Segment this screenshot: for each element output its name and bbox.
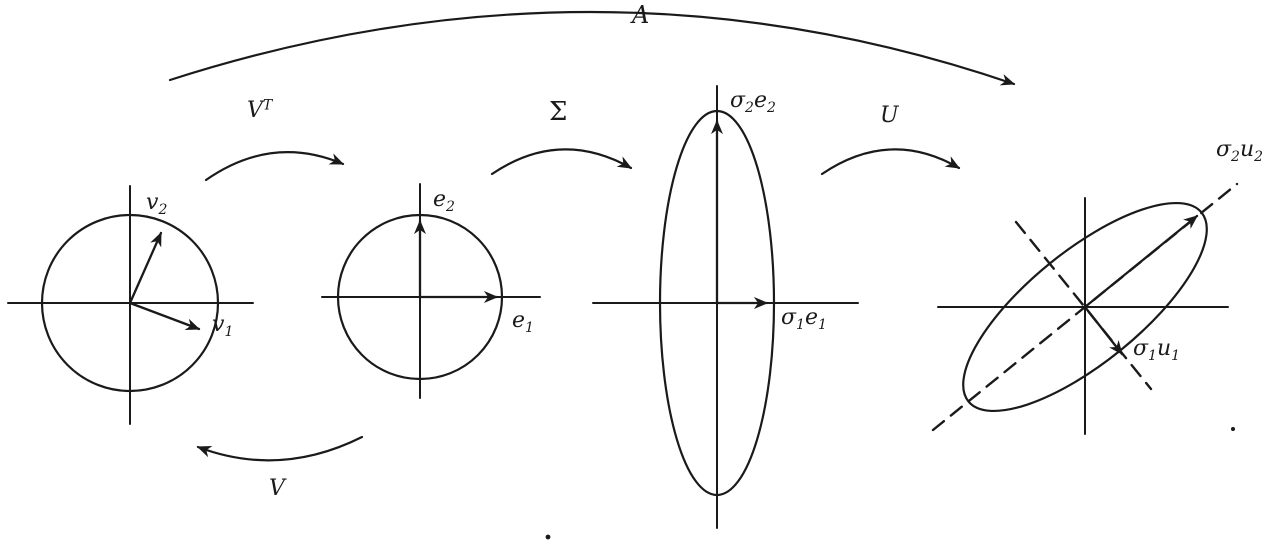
arrow-Sigma (490, 148, 633, 176)
label-s2u2-sigma-sub: 2 (1231, 148, 1240, 165)
vector-v2 (128, 231, 163, 305)
label-U-text: U (880, 103, 899, 128)
label-sigma1-u1: σ1u1 (1133, 336, 1181, 364)
label-s1e1-sigma: σ (781, 305, 797, 330)
label-s1u1-sigma: σ (1133, 336, 1149, 361)
arrow-A (168, 10, 1016, 86)
label-s2e2-sigma: σ (730, 88, 746, 113)
label-VT-base: V (247, 98, 263, 123)
label-s1u1-sigma-sub: 1 (1148, 347, 1157, 364)
label-s2e2-base: e (753, 88, 767, 113)
label-Sigma: Σ (549, 98, 567, 127)
label-s1e1-sub: 1 (817, 316, 827, 333)
vector-sigma1-u1 (1083, 305, 1124, 356)
vector-v1 (128, 301, 201, 331)
label-Sigma-text: Σ (549, 97, 568, 127)
label-s1u1-base: u (1156, 336, 1172, 361)
label-s2e2-sub: 2 (766, 99, 776, 116)
label-s2u2-sub: 2 (1254, 148, 1264, 165)
label-v1-base: v (212, 312, 225, 337)
label-s1e1-sigma-sub: 1 (796, 316, 805, 333)
label-A-text: A (632, 1, 650, 29)
ink-speck (1231, 427, 1235, 431)
ellipse-sigma (658, 109, 776, 497)
label-s2e2-sigma-sub: 2 (745, 99, 754, 116)
label-e2: e2 (433, 187, 455, 215)
label-sigma2-u2: σ2u2 (1216, 137, 1264, 165)
unit-circle-e (336, 213, 504, 381)
arrow-V-inverse (196, 435, 364, 462)
label-A: A (632, 2, 649, 28)
label-sigma2-e2: σ2e2 (730, 88, 776, 116)
unit-circle-v (40, 213, 220, 393)
label-VT-sup: T (262, 97, 273, 114)
arrow-U (820, 148, 961, 176)
ellipse-u-minor-axis-dashed (1014, 220, 1153, 391)
vector-sigma2-u2 (1083, 214, 1199, 309)
label-e2-base: e (433, 187, 447, 212)
label-s2u2-sigma: σ (1216, 137, 1232, 162)
label-v2-base: v (146, 190, 159, 215)
label-V-text: V (269, 476, 285, 501)
label-s2u2-base: u (1239, 137, 1255, 162)
label-v2-sub: 2 (158, 201, 168, 218)
label-s1u1-sub: 1 (1171, 347, 1181, 364)
label-v1: v1 (212, 312, 234, 340)
label-s1e1-base: e (804, 305, 818, 330)
label-e2-sub: 2 (446, 198, 455, 215)
label-e1-base: e (512, 308, 526, 333)
arrow-VT (204, 151, 345, 182)
label-e1: e1 (512, 308, 534, 336)
label-v2: v2 (146, 190, 168, 218)
label-e1-sub: 1 (525, 319, 534, 336)
ink-speck (545, 534, 551, 540)
label-v1-sub: 1 (224, 323, 234, 340)
label-U: U (880, 103, 899, 128)
label-sigma1-e1: σ1e1 (781, 305, 827, 333)
label-VT: VT (247, 97, 273, 123)
label-V-inverse: V (269, 476, 285, 501)
